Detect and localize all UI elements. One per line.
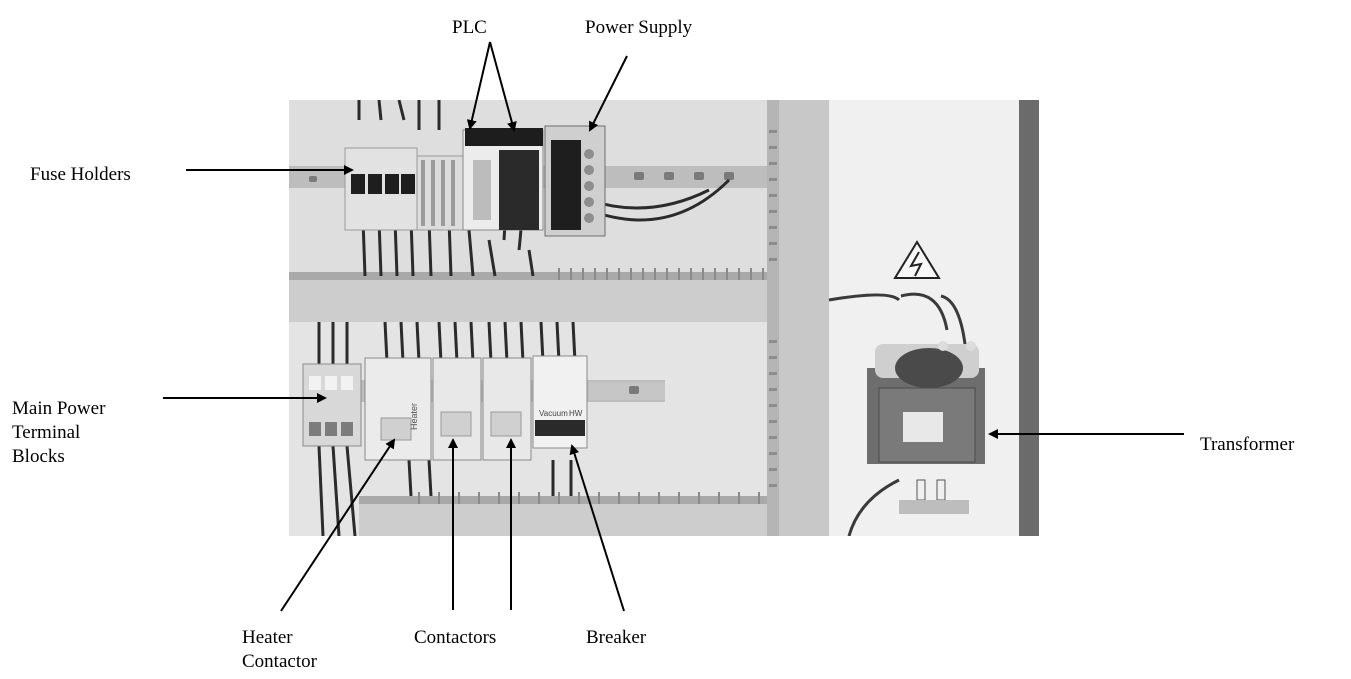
heater-contactor-arrow xyxy=(280,438,396,612)
breaker-arrow xyxy=(569,444,625,612)
control-panel-photo: Heater Vacuum HW xyxy=(289,100,1039,536)
vacuum-device-label: Vacuum xyxy=(539,409,568,418)
heater-contactor-line-2: Contactor xyxy=(242,651,317,672)
hw-device-label: HW xyxy=(569,409,583,418)
lower-wiring-duct xyxy=(359,500,767,536)
plc-label: PLC xyxy=(452,17,487,38)
transformer-label: Transformer xyxy=(1200,434,1295,455)
contactors-label: Contactors xyxy=(414,627,497,648)
plc-arrow-left xyxy=(466,41,491,130)
power-supply-label: Power Supply xyxy=(585,17,693,38)
high-voltage-warning-icon xyxy=(893,240,941,279)
main-power-line-2: Terminal xyxy=(12,422,81,443)
heater-contactor-line-1: Heater xyxy=(242,627,293,648)
main-power-line-3: Blocks xyxy=(12,446,65,467)
main-power-terminal-blocks xyxy=(302,363,362,447)
fuse-holders-block xyxy=(344,147,468,231)
breaker-label: Breaker xyxy=(586,627,647,648)
power-supply-arrow xyxy=(589,55,628,132)
main-power-line-1: Main Power xyxy=(12,398,106,419)
plc-arrow-right xyxy=(489,41,517,132)
power-supply-unit xyxy=(544,125,606,237)
fuse-holders-label: Fuse Holders xyxy=(30,164,131,185)
vertical-wiring-duct xyxy=(779,100,829,536)
heater-contactor-label: Heater Contactor xyxy=(242,626,317,674)
transformer-unit xyxy=(867,341,985,514)
heater-contactor-unit: Heater xyxy=(364,357,432,461)
main-power-terminal-blocks-label: Main Power Terminal Blocks xyxy=(12,397,105,469)
upper-wiring-duct xyxy=(289,276,779,322)
breaker-unit: Vacuum HW xyxy=(532,355,588,449)
contactor-units xyxy=(432,357,532,461)
plc-unit xyxy=(462,128,544,231)
heater-device-label: Heater xyxy=(409,403,419,430)
